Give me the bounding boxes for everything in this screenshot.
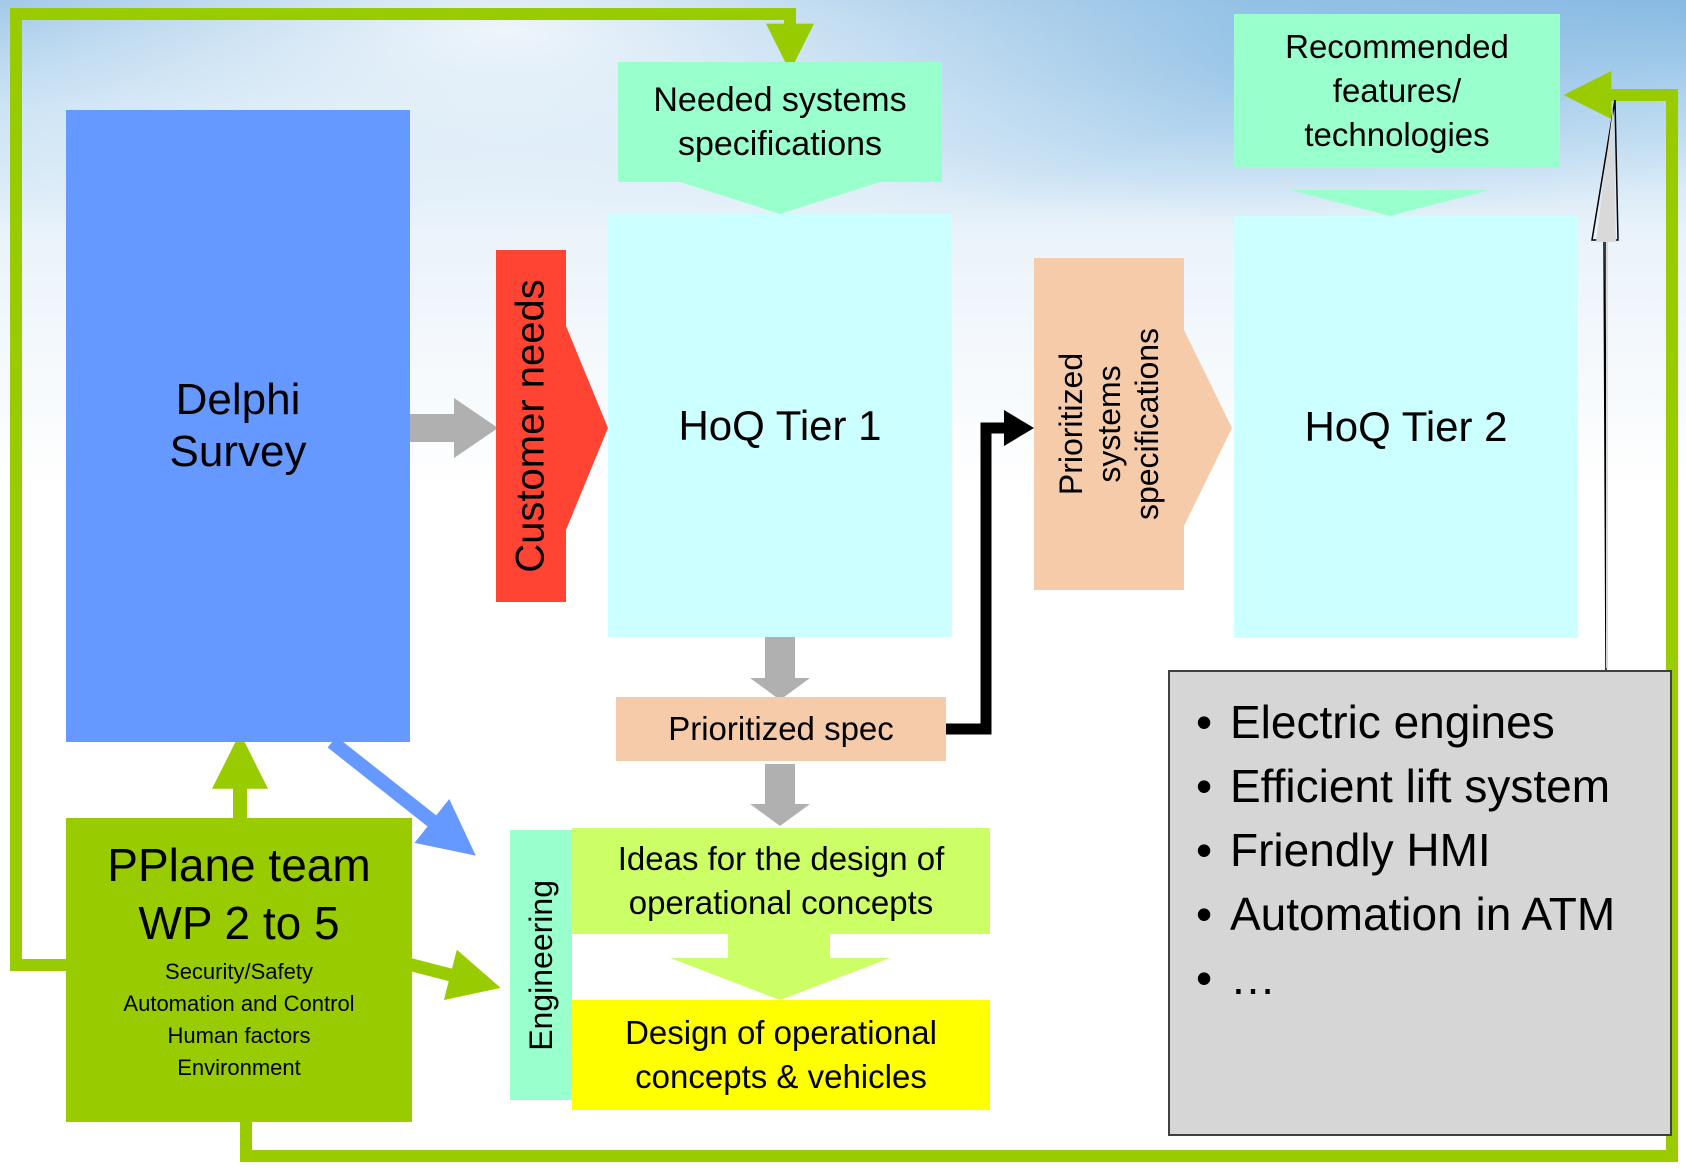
delphi-to-engineering-arrow	[327, 736, 476, 856]
hoq-tier-1-label: HoQ Tier 1	[678, 401, 882, 449]
design-box: Design of operational concepts & vehicle…	[572, 1000, 990, 1110]
prioritized-spec-box: Prioritized spec	[616, 697, 946, 761]
customer-needs-arrowhead	[566, 326, 608, 530]
feedback-loop-bottom	[240, 71, 1678, 1162]
bullet-item: Efficient lift system	[1192, 754, 1660, 818]
prioritized-systems-specifications-label: Prioritized systems specifications	[1053, 327, 1165, 521]
bullet-item: …	[1192, 946, 1660, 1010]
ideas-label: Ideas for the design of operational conc…	[617, 840, 945, 921]
pplane-team-box: PPlane team WP 2 to 5 Security/Safety Au…	[66, 818, 412, 1122]
bullets-to-recommended-arrow-fill	[1596, 108, 1616, 668]
needed-systems-specifications-box: Needed systems specifications	[618, 62, 942, 182]
bullet-item: Electric engines	[1192, 690, 1660, 754]
technology-bullet-box: Electric engines Efficient lift system F…	[1168, 670, 1672, 1136]
engineering-box: Engineering	[510, 830, 572, 1100]
hoq-tier-2-label: HoQ Tier 2	[1304, 403, 1508, 450]
pplane-team-subtitle: Security/Safety Automation and Control H…	[123, 959, 355, 1080]
delphi-to-customer-arrow	[410, 398, 498, 458]
bullet-item: Automation in ATM	[1192, 882, 1660, 946]
prioritized-systems-specifications-box: Prioritized systems specifications	[1034, 258, 1184, 590]
recommended-chevron	[1290, 190, 1490, 216]
customer-needs-label: Customer needs	[509, 279, 554, 573]
customer-needs-box: Customer needs	[496, 250, 566, 602]
engineering-label: Engineering	[522, 879, 559, 1051]
hoq-tier-1-box: HoQ Tier 1	[608, 214, 952, 637]
bullet-item: Friendly HMI	[1192, 818, 1660, 882]
design-label: Design of operational concepts & vehicle…	[625, 1014, 937, 1095]
prioritized-systems-arrowhead	[1184, 330, 1232, 526]
delphi-survey-box: Delphi Survey	[66, 110, 410, 742]
recommended-features-label: Recommended features/ technologies	[1285, 28, 1509, 153]
feedback-loop-top	[10, 8, 814, 971]
prioritized-spec-label: Prioritized spec	[668, 710, 894, 747]
needed-specs-chevron	[680, 182, 880, 214]
pplane-team-title: PPlane team WP 2 to 5	[107, 839, 371, 949]
recommended-features-box: Recommended features/ technologies	[1234, 14, 1560, 168]
hoq-tier-2-box: HoQ Tier 2	[1234, 216, 1578, 638]
delphi-survey-label: Delphi Survey	[169, 375, 307, 476]
prioritized-spec-to-ideas-arrow	[750, 764, 810, 826]
hoq1-to-prioritized-spec-arrow	[750, 637, 810, 700]
prioritized-spec-connector-head	[1004, 410, 1034, 446]
ideas-chevron	[670, 934, 890, 1000]
ideas-box: Ideas for the design of operational conc…	[572, 828, 990, 934]
prioritized-spec-connector	[946, 422, 1016, 735]
needed-systems-specifications-label: Needed systems specifications	[653, 81, 907, 163]
